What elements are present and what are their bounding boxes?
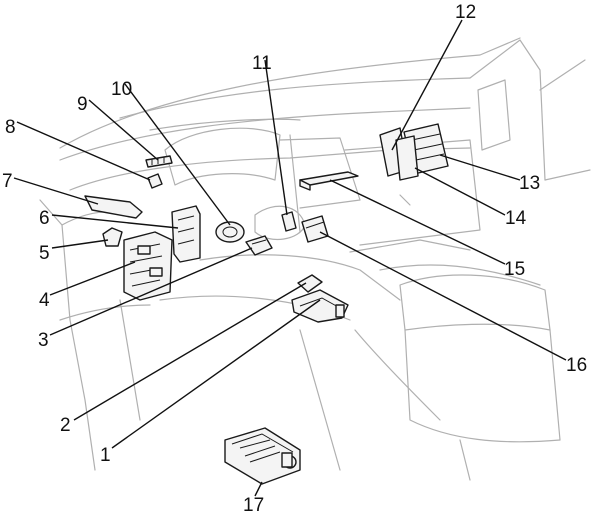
callout-6: 6	[39, 208, 50, 229]
leader-line-5	[51, 239, 109, 249]
component-12-13-14-ecu-cluster	[379, 123, 449, 181]
leader-line-9	[88, 99, 159, 161]
callout-9: 9	[77, 94, 88, 115]
leader-line-17	[254, 481, 263, 497]
component-9-connector	[145, 155, 173, 168]
component-15-module	[299, 171, 359, 191]
leader-line-12	[391, 19, 463, 151]
callout-8: 8	[5, 117, 16, 138]
component-1-module	[291, 289, 349, 323]
callout-4: 4	[39, 290, 50, 311]
callout-11: 11	[252, 53, 272, 74]
leader-lines	[13, 19, 567, 497]
leader-line-4	[49, 261, 136, 296]
callout-1: 1	[100, 445, 111, 466]
callout-3: 3	[38, 330, 49, 351]
component-10-actuator	[215, 221, 245, 243]
leader-line-6	[51, 214, 179, 229]
leader-line-10	[124, 83, 231, 226]
callout-7: 7	[2, 171, 13, 192]
leader-line-11	[264, 59, 288, 216]
callout-16: 16	[566, 355, 587, 376]
callout-12: 12	[455, 2, 476, 23]
leader-line-15	[329, 179, 506, 265]
component-3-block	[245, 235, 273, 256]
component-6-bracket	[171, 205, 201, 263]
callout-2: 2	[60, 415, 71, 436]
leader-line-8	[16, 121, 151, 181]
component-11-module	[281, 211, 297, 232]
component-8-sensor	[147, 173, 163, 189]
callout-17: 17	[243, 495, 264, 516]
callout-10: 10	[111, 79, 132, 100]
callout-15: 15	[504, 259, 525, 280]
vehicle-interior-outline	[39, 37, 591, 481]
leader-line-3	[49, 247, 253, 336]
callout-13: 13	[519, 173, 540, 194]
component-2-relay	[297, 274, 323, 293]
leader-line-16	[319, 231, 567, 361]
leader-line-2	[73, 282, 307, 421]
callout-14: 14	[505, 208, 527, 229]
callout-5: 5	[39, 243, 50, 264]
component-17-ecu	[224, 427, 301, 485]
component-shapes	[84, 123, 449, 485]
component-5-relay	[102, 227, 123, 247]
leader-line-13	[439, 154, 521, 181]
leader-line-14	[414, 167, 506, 216]
leader-line-7	[13, 177, 99, 205]
component-7-duct	[84, 195, 143, 219]
component-16-connector	[301, 215, 329, 243]
callout-labels: 1 2 3 4 5 6 7 8 9 10 11 12 13 14 15 16 1…	[2, 2, 587, 516]
leader-line-1	[111, 299, 321, 449]
component-4-junction-block	[123, 231, 173, 301]
